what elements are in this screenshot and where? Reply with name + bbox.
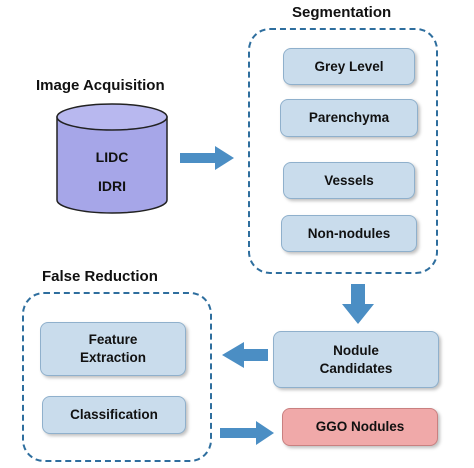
feature-extraction-line2: Extraction [79,350,147,365]
nodule-candidates-box: Nodule Candidates [273,331,439,388]
arrow-to-nodule-candidates-icon [342,284,374,324]
image-acquisition-title: Image Acquisition [36,77,165,94]
database-icon [56,103,168,214]
nodule-candidates-line1: Nodule [333,342,379,358]
false-reduction-title: False Reduction [42,268,158,285]
arrow-to-segmentation-icon [180,146,234,170]
feature-extraction-line1: Feature [88,332,138,348]
vessels-box: Vessels [283,162,415,199]
nodule-candidates-line2: Candidates [319,360,393,376]
classification-box: Classification [42,396,186,434]
database-label-idri: IDRI [98,178,126,194]
false-reduction-group [22,292,212,462]
non-nodules-box: Non-nodules [281,215,417,252]
segmentation-title: Segmentation [292,4,392,21]
database-label-lidc: LIDC [95,149,129,165]
arrow-to-ggo-nodules-icon [220,421,274,445]
feature-extraction-box: Feature Extraction [40,322,186,376]
arrow-to-false-reduction-icon [222,342,268,368]
ggo-nodules-box: GGO Nodules [282,408,438,446]
grey-level-box: Grey Level [283,48,415,85]
parenchyma-box: Parenchyma [280,99,418,137]
database-labels: LIDC IDRI [57,145,167,205]
segmentation-group [248,28,438,274]
